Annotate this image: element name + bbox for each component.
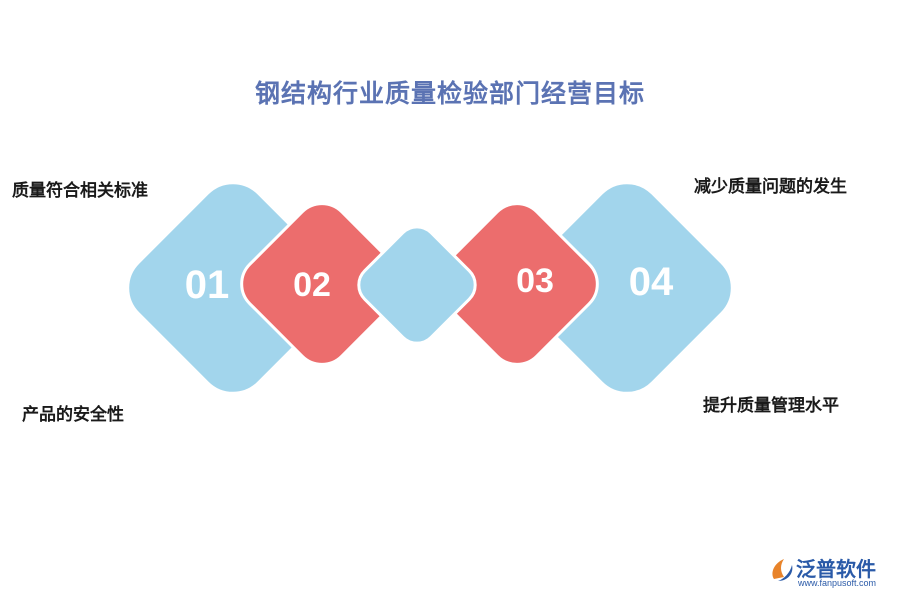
label-02: 产品的安全性 xyxy=(22,405,124,425)
label-04: 提升质量管理水平 xyxy=(703,396,839,416)
number-04: 04 xyxy=(629,260,674,304)
page-title: 钢结构行业质量检验部门经营目标 xyxy=(254,79,645,108)
diamond-center xyxy=(357,225,477,345)
label-01: 质量符合相关标准 xyxy=(12,181,148,201)
label-03: 减少质量问题的发生 xyxy=(694,177,847,197)
logo-brand-text: 泛普软件 xyxy=(796,557,876,581)
brand-logo: 泛普软件 www.fanpusoft.com xyxy=(768,553,894,593)
logo-url-text: www.fanpusoft.com xyxy=(798,578,877,588)
number-02: 02 xyxy=(293,266,331,304)
number-03: 03 xyxy=(516,262,554,300)
diamond-02 xyxy=(240,202,404,366)
diamond-03 xyxy=(435,202,599,366)
diamond-04 xyxy=(520,181,734,395)
number-01: 01 xyxy=(185,263,230,307)
logo-icon xyxy=(772,559,793,581)
